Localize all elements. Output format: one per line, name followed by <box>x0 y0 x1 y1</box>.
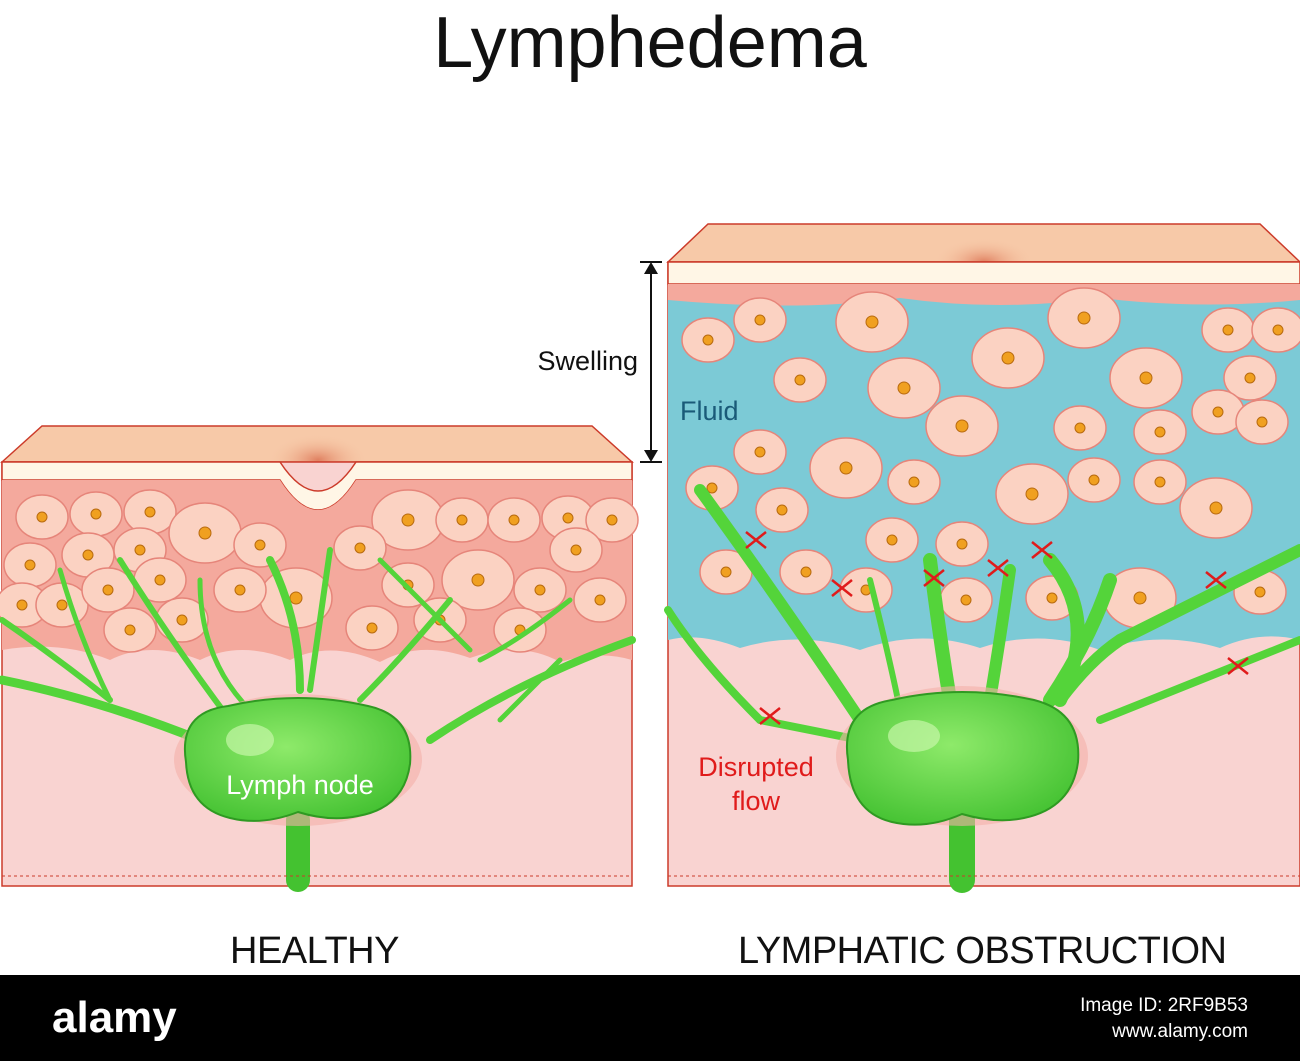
fluid-label: Fluid <box>680 396 739 426</box>
lymph-node-label: Lymph node <box>226 770 374 800</box>
footer-meta: Image ID: 2RF9B53 www.alamy.com <box>1080 993 1248 1045</box>
lymphedema-diagram: Lymph node Swelling Fluid Disrupted flow <box>0 223 1300 893</box>
healthy-lymph-vessels <box>0 547 636 892</box>
watermark-footer: alamy Image ID: 2RF9B53 www.alamy.com <box>0 975 1300 1061</box>
swelling-arrow <box>640 261 662 463</box>
obstruction-epidermis <box>667 261 1300 285</box>
healthy-caption: HEALTHY <box>230 930 399 972</box>
footer-url: www.alamy.com <box>1112 1021 1248 1042</box>
obstruction-lymph-node <box>846 691 1080 826</box>
healthy-panel <box>0 425 639 892</box>
obstruction-caption: LYMPHATIC OBSTRUCTION <box>738 930 1227 972</box>
healthy-lymph-node <box>183 697 412 822</box>
image-id-text: Image ID: 2RF9B53 <box>1080 995 1248 1016</box>
disrupted-label-line1: Disrupted <box>698 752 814 782</box>
disrupted-label-line2: flow <box>732 786 781 816</box>
swelling-label: Swelling <box>537 346 638 376</box>
diagram-title: Lymphedema <box>433 3 867 83</box>
obstruction-lymph-vessels <box>664 484 1300 893</box>
obstruction-panel <box>640 223 1300 893</box>
alamy-logo: alamy <box>52 993 177 1042</box>
